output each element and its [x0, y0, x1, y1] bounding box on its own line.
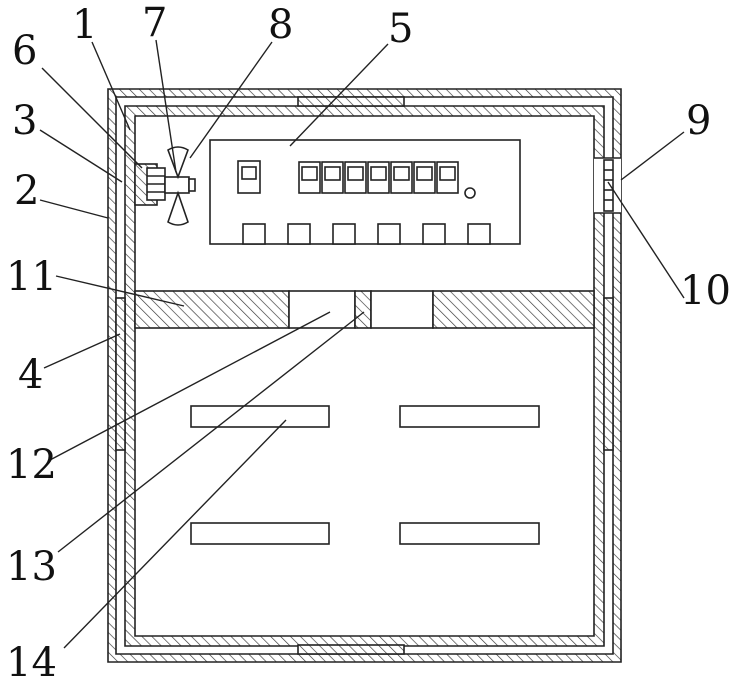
label-9: 9: [686, 98, 711, 144]
mounting-rails: [191, 406, 539, 544]
label-8: 8: [268, 2, 293, 48]
partition-plate: [135, 291, 594, 328]
label-1: 1: [72, 2, 97, 48]
fan-hub: [165, 177, 189, 193]
label-2: 2: [14, 168, 39, 214]
rail-bottom-left: [191, 523, 329, 544]
left-damper-strip: [116, 298, 125, 450]
vent-filter: [604, 160, 613, 211]
label-11: 11: [6, 254, 57, 300]
indicator-light: [465, 188, 475, 198]
label-13: 13: [6, 544, 57, 590]
terminal-4: [378, 224, 400, 244]
top-connector: [298, 97, 404, 106]
breaker-5: [391, 162, 412, 193]
terminal-1: [243, 224, 265, 244]
terminal-2: [288, 224, 310, 244]
breaker-3: [345, 162, 366, 193]
right-damper-strip: [604, 298, 613, 450]
partition-right-hatched: [433, 291, 594, 328]
breaker-2: [322, 162, 343, 193]
label-3: 3: [12, 98, 37, 144]
partition-left-hatched: [135, 291, 289, 328]
label-5: 5: [388, 6, 413, 52]
label-14: 14: [6, 640, 57, 686]
terminal-3: [333, 224, 355, 244]
terminal-6: [468, 224, 490, 244]
breaker-7: [437, 162, 458, 193]
breaker-row: [299, 162, 458, 193]
partition-mid-hatched: [355, 291, 371, 328]
cable-opening: [289, 291, 355, 328]
fan-assembly: [135, 147, 195, 225]
breaker-4: [368, 162, 389, 193]
label-4: 4: [18, 352, 43, 398]
label-12: 12: [6, 442, 57, 488]
rail-top-left: [191, 406, 329, 427]
main-switch: [238, 161, 260, 193]
leader-9: [621, 132, 684, 180]
right-vent: [594, 158, 621, 213]
cable-opening-right: [371, 291, 433, 328]
leader-12: [50, 312, 330, 460]
control-panel: [210, 140, 520, 244]
rail-bottom-right: [400, 523, 539, 544]
label-7: 7: [142, 0, 167, 46]
terminal-5: [423, 224, 445, 244]
fan-blade-bottom: [168, 193, 188, 225]
label-10: 10: [680, 268, 731, 314]
leader-lines: [40, 40, 684, 648]
fan-blade-top: [168, 147, 188, 177]
breaker-6: [414, 162, 435, 193]
bottom-connector: [298, 645, 404, 654]
rail-top-right: [400, 406, 539, 427]
leader-2: [40, 200, 108, 218]
label-6: 6: [12, 28, 37, 74]
breaker-1: [299, 162, 320, 193]
